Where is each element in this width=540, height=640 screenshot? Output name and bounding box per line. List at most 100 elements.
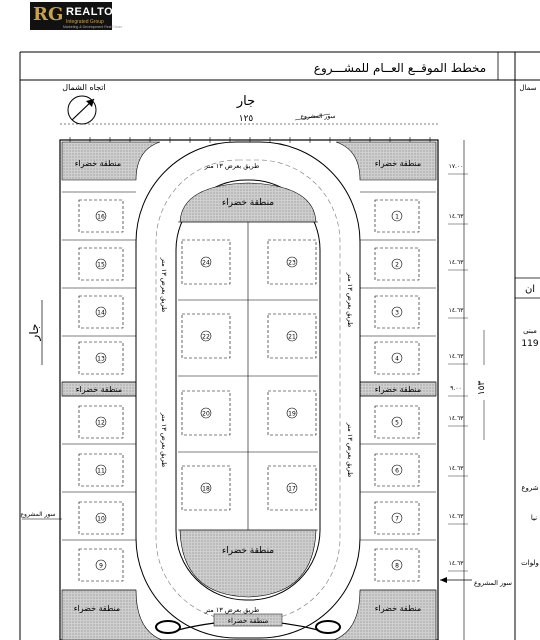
side-panel-r2: نيا — [531, 514, 537, 522]
lot-number: 2 — [395, 262, 399, 269]
lot-8: 8 — [374, 548, 420, 582]
side-panel-r1: شروع — [521, 484, 538, 492]
fence-label-left: سور المشروع — [20, 511, 55, 518]
lot-18: 18 — [181, 465, 231, 511]
green-label-bottom-right: منطقة خضراء — [375, 604, 421, 613]
dimension-label: ١٧.٠٠ — [449, 163, 464, 170]
lot-number: 23 — [288, 260, 296, 267]
lot-20: 20 — [181, 390, 231, 436]
lot-9: 9 — [78, 548, 124, 582]
lot-24: 24 — [181, 239, 231, 285]
lot-number: 14 — [97, 310, 105, 317]
lot-number: 10 — [97, 516, 105, 523]
logo-tagline: Marketing & Development Real Estate — [63, 25, 123, 29]
side-lot-rows — [62, 191, 436, 591]
central-grid — [178, 221, 318, 531]
lot-number: 6 — [395, 468, 399, 475]
logo: RG REALTORS Integrated Group Marketing &… — [30, 2, 129, 30]
green-label-center-top: منطقة خضراء — [222, 198, 274, 208]
dimension-label: ١٤.٦٣ — [449, 353, 465, 360]
green-area-top-left — [61, 141, 161, 181]
dimension-label: ١٤.٦٣ — [449, 560, 465, 567]
lot-number: 20 — [202, 411, 210, 418]
dimension-label: ١٤.٦٣ — [449, 415, 465, 422]
dimension-label: ١٤.٦٣ — [449, 213, 465, 220]
lot-13: 13 — [78, 341, 124, 375]
green-label-gate: منطقة خضراء — [228, 617, 269, 625]
lot-number: 5 — [395, 420, 399, 427]
lot-number: 13 — [97, 356, 105, 363]
green-area-top-right — [335, 141, 437, 181]
top-dimension: ١٢٥ — [239, 114, 254, 124]
north-arrow-icon — [67, 95, 97, 125]
fence-label-right: سور المشروع — [474, 579, 512, 587]
green-area-bottom-right — [333, 589, 437, 640]
road-label-bottom: طريق بعرض ١٣ متر — [204, 606, 260, 614]
dimension-label: ٩.٠٠ — [450, 385, 462, 392]
side-panel-text: مبنى — [523, 327, 537, 335]
lot-6: 6 — [374, 453, 420, 487]
lot-number: 24 — [202, 260, 210, 267]
road-label-top: طريق بعرض ١٣ متر — [204, 162, 260, 170]
right-dimension: ١٥٣ — [477, 381, 487, 396]
lot-14: 14 — [78, 295, 124, 329]
lot-number: 12 — [97, 420, 105, 427]
lot-number: 4 — [395, 356, 399, 363]
road-label-right-lower: طريق بعرض ١٣ متر — [346, 422, 354, 478]
dimension-label: ١٤.٦٣ — [449, 513, 465, 520]
lot-2: 2 — [374, 247, 420, 281]
green-label-strip-left: منطقة خضراء — [76, 385, 122, 394]
lot-21: 21 — [267, 313, 317, 359]
lot-1: 1 — [374, 199, 420, 233]
lot-15: 15 — [78, 247, 124, 281]
lot-number: 11 — [97, 468, 105, 475]
gate-left — [155, 620, 181, 634]
side-panel-top: سمال — [519, 84, 536, 92]
lot-number: 3 — [395, 310, 399, 317]
lot-number: 15 — [97, 262, 105, 269]
lot-10: 10 — [78, 501, 124, 535]
road-label-right-upper: طريق بعرض ١٣ متر — [346, 272, 354, 328]
green-label-bottom-left: منطقة خضراء — [74, 604, 120, 613]
lot-number: 7 — [395, 516, 399, 523]
green-label-top-right: منطقة خضراء — [375, 159, 421, 168]
lot-22: 22 — [181, 313, 231, 359]
lot-number: 18 — [202, 486, 210, 493]
page-title: مخطط الموقــع العــام للمشـــروع — [314, 61, 486, 76]
lot-3: 3 — [374, 295, 420, 329]
logo-mark: RG — [33, 4, 64, 25]
lot-number: 22 — [202, 334, 210, 341]
neighbor-top-label: جار — [236, 94, 255, 109]
dimension-label: ١٤.٦٣ — [449, 259, 465, 266]
green-label-top-left: منطقة خضراء — [75, 159, 121, 168]
north-label: اتجاه الشمال — [62, 83, 105, 92]
central-green-bottom-fill — [179, 529, 317, 598]
lot-16: 16 — [78, 199, 124, 233]
side-panel-value: 119 — [521, 339, 538, 349]
dimension-label: ١٤.٦٣ — [449, 307, 465, 314]
central-green-top-fill — [179, 182, 317, 223]
road-label-left-upper: طريق بعرض ١٣ متر — [160, 257, 168, 313]
lot-number: 9 — [99, 563, 103, 570]
green-label-center-bottom: منطقة خضراء — [222, 546, 274, 556]
lot-number: 16 — [97, 214, 105, 221]
lot-number: 8 — [395, 563, 399, 570]
dimension-label: ١٤.٦٣ — [449, 465, 465, 472]
lot-23: 23 — [267, 239, 317, 285]
right-dimension-list: ١٧.٠٠ ١٤.٦٣ ١٤.٦٣ ١٤.٦٣ ١٤.٦٣ ٩.٠٠ ١٤.٦٣ ١٤.٦٣ ١… — [448, 163, 468, 572]
gate-right — [315, 620, 341, 634]
lot-number: 19 — [288, 411, 296, 418]
green-label-strip-right: منطقة خضراء — [375, 385, 421, 394]
road-label-left-lower: طريق بعرض ١٣ متر — [160, 412, 168, 468]
lot-number: 17 — [288, 486, 296, 493]
gate-green — [213, 613, 283, 627]
lot-11: 11 — [78, 453, 124, 487]
lot-number: 21 — [288, 334, 296, 341]
neighbor-left-label: جار — [27, 324, 42, 342]
side-panel-mid: ان — [525, 284, 535, 295]
lot-17: 17 — [267, 465, 317, 511]
green-area-bottom-left — [61, 589, 163, 640]
lot-5: 5 — [374, 405, 420, 439]
